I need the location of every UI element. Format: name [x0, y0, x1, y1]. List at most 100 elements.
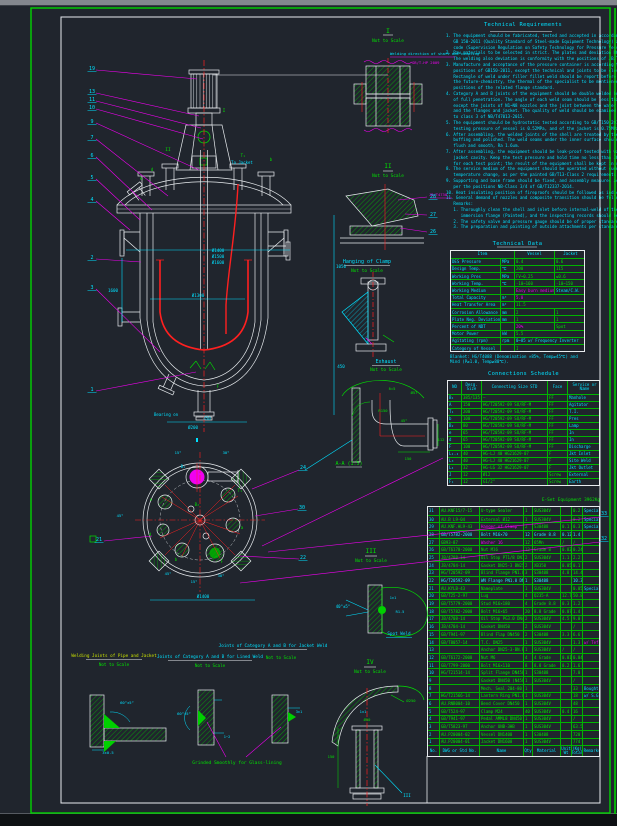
table-cell: 1 [556, 309, 559, 315]
table-cell: A [448, 401, 462, 408]
table-cell: SUS304V [533, 507, 561, 515]
table-cell [561, 692, 572, 700]
table-cell: e [448, 429, 462, 436]
table-cell: 1 [524, 715, 533, 723]
annotation-text: R1.5 [396, 610, 405, 614]
table-cell: mm [501, 316, 515, 323]
annotation-text: 45° [401, 418, 408, 423]
table-cell: Stud M16×180 [480, 600, 524, 607]
table-cell: U-type Sealer [480, 507, 524, 515]
annotation-text: Not to Scale [354, 669, 386, 675]
table-cell: XB350 [533, 561, 561, 569]
table-cell: S30408 [533, 569, 561, 577]
table-cell: 1.3 [572, 638, 583, 646]
annotation-text: Not to Scale [370, 367, 402, 373]
leader-line [397, 196, 428, 201]
table-cell: F₁ [448, 478, 462, 485]
table-cell: Gasket DN25-3 BN25 [481, 561, 524, 569]
table-cell: / [572, 623, 583, 630]
balloon-callout: 1 [90, 387, 93, 393]
annotation-text: I [223, 108, 226, 114]
table-cell: S30408 [533, 631, 561, 638]
table-cell: 8 [428, 684, 440, 692]
table-cell: 14 [428, 638, 440, 646]
balloon-callout: 2 [90, 255, 93, 261]
table-cell: GB/T5779-2000 [440, 600, 480, 607]
table-cell: 100 [462, 443, 482, 450]
table-cell [583, 716, 599, 723]
window-title-bar [0, 0, 617, 6]
table-cell: 32 [462, 464, 482, 471]
table-cell: / [572, 715, 583, 723]
table-cell: S30408 [533, 577, 561, 584]
table-cell: Oil Stop PG3.0 DN450 [480, 615, 524, 623]
table-cell: Working Pres [451, 273, 501, 280]
table-cell: SUS304V [533, 738, 561, 746]
table-cell: HG/T21514-14 [440, 669, 480, 677]
table-cell [561, 638, 572, 646]
table-cell [501, 287, 515, 294]
balloon-callout: 27 [430, 212, 436, 218]
annotation-text: e [150, 497, 153, 502]
annotation-text: I [386, 27, 390, 35]
annotation-text: II [165, 147, 171, 153]
table-cell: 0.07 [562, 607, 572, 615]
table-cell: GB/T8057-14 [440, 638, 480, 646]
table-cell: ℃ [501, 280, 515, 287]
table-cell: 1 [524, 638, 533, 646]
table-cell: Nut M6 [480, 654, 524, 661]
table-cell: FF [548, 394, 568, 401]
table-cell: 15 [428, 631, 440, 638]
table-cell: 200 [515, 265, 555, 273]
table-cell: Grade 8.8 [533, 531, 561, 538]
table-cell: Discharge [569, 444, 591, 449]
table-cell: Category of Vessel [451, 344, 501, 352]
table-cell: b [448, 415, 462, 422]
annotation-line [195, 360, 202, 370]
table-cell: 65Mn [533, 538, 561, 546]
table-cell: rpm [501, 337, 515, 344]
table-cell: 0.05 [573, 584, 583, 592]
table-cell: Design Temp. [451, 265, 501, 273]
table-cell: 7 [428, 692, 440, 700]
table-cell: 31 [428, 507, 440, 515]
table-cell: w/ S.G. [584, 693, 599, 699]
table-cell: 26 [428, 546, 440, 554]
table-cell: 30 [428, 515, 440, 523]
annotation-text: Not to Scale [266, 655, 297, 660]
table-cell: 11.5 [516, 302, 526, 308]
table-cell: 0.3 [561, 600, 572, 607]
table-cell: B₁ [448, 394, 462, 401]
table-cell: 18 [572, 692, 583, 700]
table-cell: 0.6 [556, 259, 564, 265]
note-line: GB 150-2011 (Quality Standard of Steel-m… [453, 38, 617, 44]
table-cell: Bolt M16×110 [480, 661, 524, 669]
annotation-text: Not to Scale [99, 662, 130, 667]
table-cell: 1.6 [572, 661, 583, 669]
table-cell: GB/T5823-97 [440, 723, 480, 730]
note-line: testing pressure of vessel is 0.52MPa, a… [446, 125, 617, 131]
table-cell [583, 600, 599, 607]
table-cell: 1 [524, 669, 533, 677]
annotation-text: Ø1500 [212, 254, 225, 259]
table-cell: AU.KNF15/7-15 [440, 507, 480, 515]
table-cell: 17 [428, 615, 440, 623]
table-cell: F [448, 443, 462, 450]
table-cell: 28 [428, 531, 440, 538]
table-cell: / [561, 538, 572, 546]
table-cell [583, 593, 599, 600]
table-cell: HG/T20592-09 SO/RF-M [482, 408, 548, 415]
table-cell: 1 [524, 577, 533, 584]
balloon-callout: 21 [96, 537, 102, 543]
